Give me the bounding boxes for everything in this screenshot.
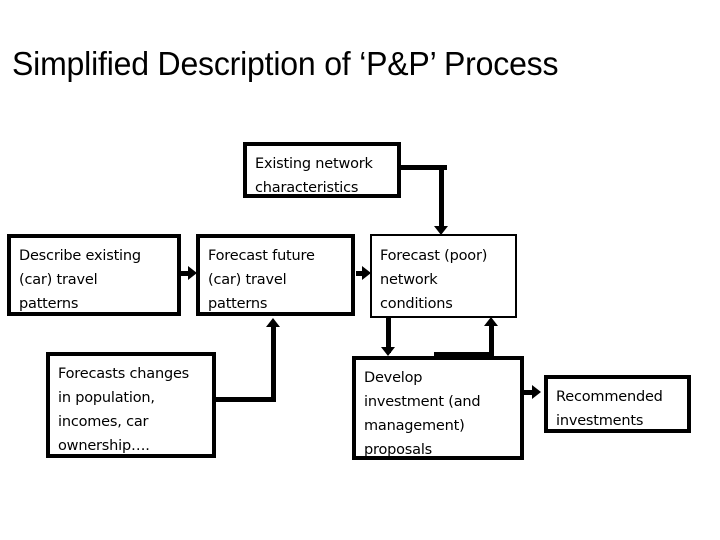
connector-develop-to-poor-horizontal [434, 352, 494, 357]
node-line: Existing network [255, 156, 373, 172]
arrowhead-into-recommended-investments-left [532, 385, 541, 399]
connector-develop-to-poor-vertical [489, 325, 494, 357]
node-line: in population, [58, 390, 155, 406]
connector-existing-to-poor-vertical [439, 165, 444, 227]
node-line: network [380, 272, 438, 288]
node-existing-network-characteristics[interactable]: Existing network characteristics [243, 142, 401, 198]
arrowhead-into-forecast-poor-bottom [484, 317, 498, 326]
node-line: Recommended [556, 389, 663, 405]
connector-existing-to-poor-horizontal [399, 165, 447, 170]
connector-forecasts-changes-horizontal [216, 397, 276, 402]
node-develop-investment-proposals[interactable]: Develop investment (and management) prop… [352, 356, 524, 460]
node-line: (car) travel [19, 272, 98, 288]
node-line: Forecast future [208, 248, 315, 264]
node-line: characteristics [255, 180, 359, 196]
node-line: proposals [364, 442, 433, 458]
node-describe-existing-travel-patterns[interactable]: Describe existing (car) travel patterns [7, 234, 181, 316]
node-recommended-investments[interactable]: Recommended investments [544, 375, 691, 433]
node-forecast-poor-network-conditions[interactable]: Forecast (poor) network conditions [370, 234, 517, 318]
node-line: ownership…. [58, 438, 150, 454]
node-line: Describe existing [19, 248, 141, 264]
arrowhead-into-forecast-poor-left [362, 266, 371, 280]
node-line: patterns [208, 296, 268, 312]
arrowhead-into-develop-investment-top [381, 347, 395, 356]
node-line: conditions [380, 296, 453, 312]
arrowhead-into-forecast-poor-top [434, 226, 448, 235]
node-line: investments [556, 413, 644, 429]
node-forecasts-changes-population-incomes[interactable]: Forecasts changes in population, incomes… [46, 352, 216, 458]
connector-describe-to-forecast-future [181, 271, 192, 276]
node-line: patterns [19, 296, 79, 312]
node-line: Forecasts changes [58, 366, 190, 382]
connector-forecast-future-to-poor [356, 271, 366, 276]
node-forecast-future-travel-patterns[interactable]: Forecast future (car) travel patterns [196, 234, 355, 316]
node-line: Forecast (poor) [380, 248, 488, 264]
connector-poor-to-develop-vertical [386, 318, 391, 353]
node-line: incomes, car [58, 414, 149, 430]
arrowhead-into-forecast-future-bottom [266, 318, 280, 327]
node-line: management) [364, 418, 465, 434]
node-line: Develop [364, 370, 423, 386]
connector-forecasts-changes-vertical [271, 326, 276, 402]
arrowhead-into-forecast-future-left [188, 266, 197, 280]
connector-develop-to-recommended [524, 390, 536, 395]
page-title: Simplified Description of ‘P&P’ Process [12, 45, 559, 82]
node-line: investment (and [364, 394, 481, 410]
node-line: (car) travel [208, 272, 287, 288]
